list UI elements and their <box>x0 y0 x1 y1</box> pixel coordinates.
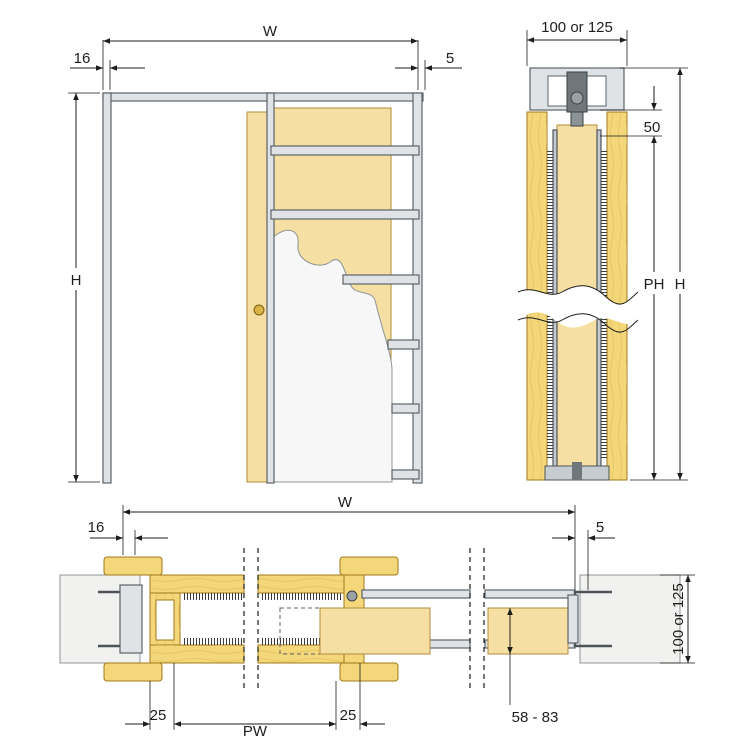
front-height-label: H <box>71 272 82 289</box>
top-header-rail <box>102 92 424 102</box>
plan-right-casing-bottom <box>339 662 399 682</box>
side-passage-height-label: PH <box>644 276 665 293</box>
side-thickness-label: 100 or 125 <box>541 19 613 36</box>
front-view: W 16 5 H <box>66 23 462 484</box>
side-head-label: 50 <box>644 119 661 136</box>
plan-pocket-channel-top <box>361 589 471 599</box>
brace-1 <box>270 145 420 156</box>
plan-passage-width-label: PW <box>243 723 268 740</box>
door-handle <box>253 304 265 316</box>
left-jamb <box>102 92 112 484</box>
plan-left-casing-top <box>103 556 163 576</box>
plan-right-casing-top <box>339 556 399 576</box>
plan-right-jamb-label: 25 <box>340 707 357 724</box>
plan-section: W 16 5 100 or 125 25 PW 25 58 - 83 <box>59 494 695 740</box>
front-width-label: W <box>263 23 278 40</box>
brace-3 <box>342 274 420 285</box>
brace-5 <box>391 403 420 414</box>
side-section: 100 or 125 50 PH H <box>517 19 690 481</box>
pocket-stud-right <box>412 92 423 484</box>
plan-door-in-pocket <box>319 607 431 655</box>
plan-width-label: W <box>338 494 353 511</box>
pocket-stud-left <box>266 92 275 484</box>
front-left-gap-label: 16 <box>74 50 91 67</box>
plan-wall-right <box>579 574 681 664</box>
plan-left-jamb-label: 25 <box>150 707 167 724</box>
plan-thickness-label: 100 or 125 <box>670 583 687 655</box>
plan-left-gap-label: 16 <box>88 519 105 536</box>
brace-6 <box>391 469 420 480</box>
brace-2 <box>270 209 420 220</box>
plan-door-thickness-label: 58 - 83 <box>512 709 559 726</box>
plan-left-casing-bottom <box>103 662 163 682</box>
brace-4 <box>387 339 420 350</box>
side-break-line <box>518 285 638 328</box>
front-right-gap-label: 5 <box>446 50 454 67</box>
side-height-label: H <box>675 276 686 293</box>
plan-right-gap-label: 5 <box>596 519 604 536</box>
